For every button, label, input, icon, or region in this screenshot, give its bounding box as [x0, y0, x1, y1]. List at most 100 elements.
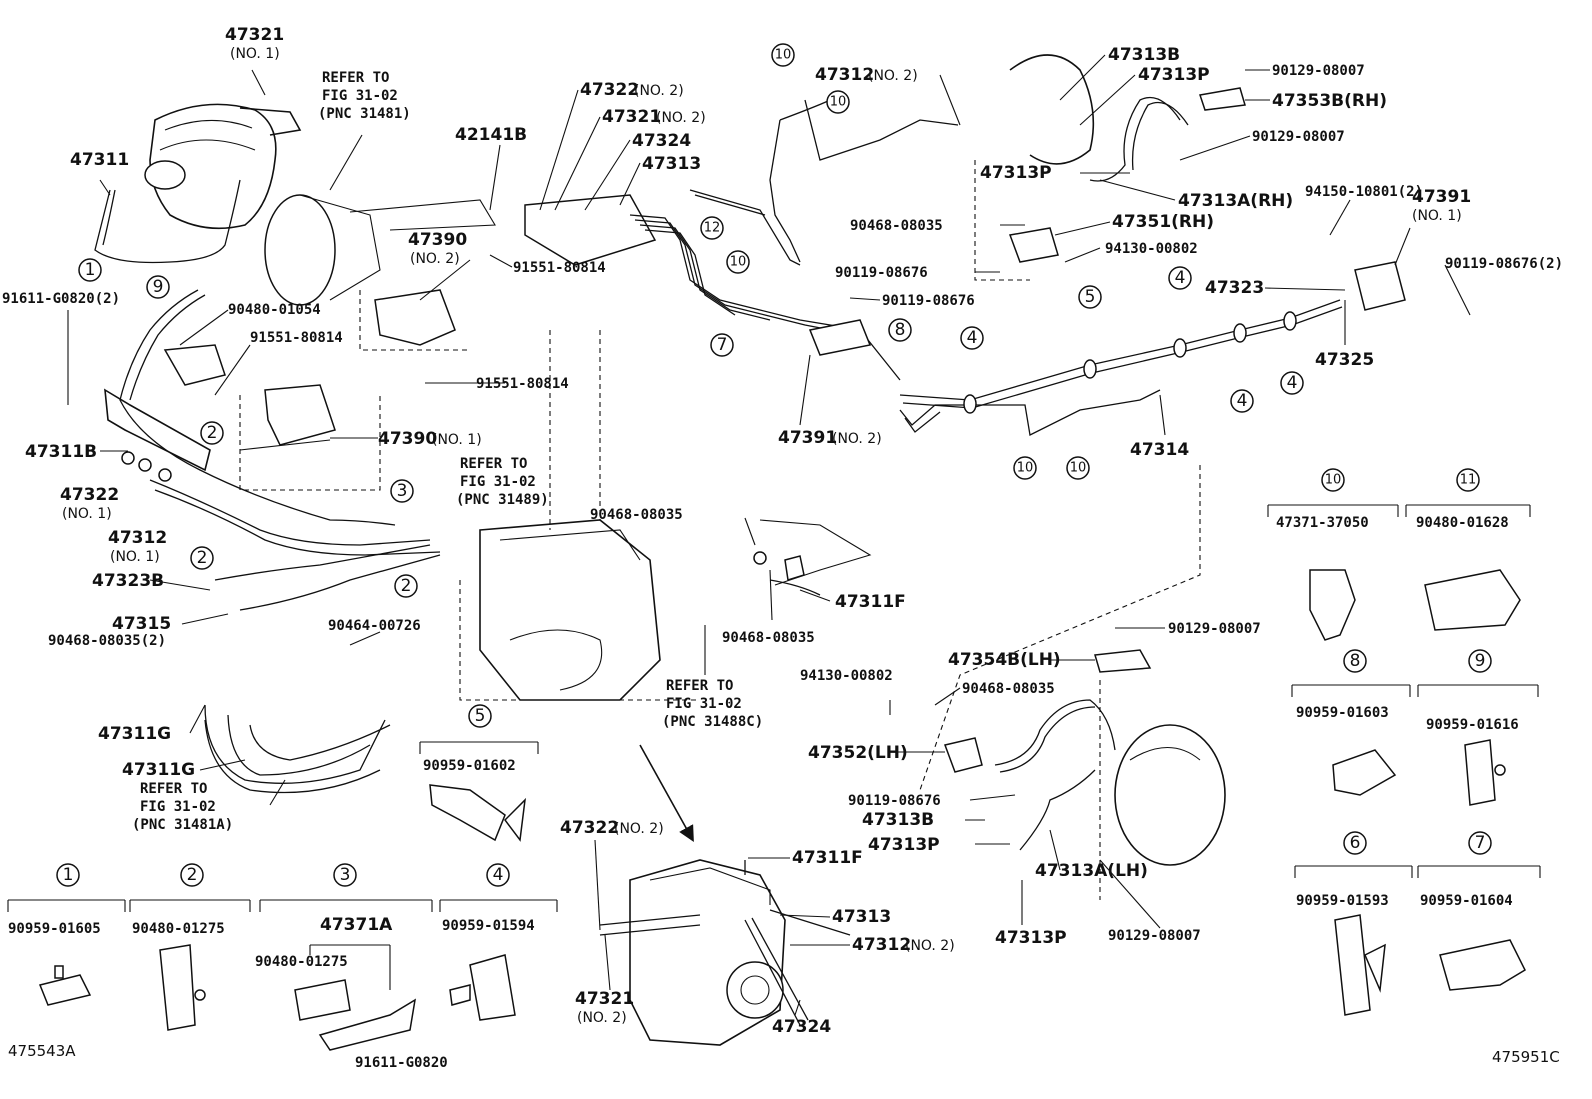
- svg-text:10: 10: [1017, 461, 1034, 476]
- svg-text:47354B(LH): 47354B(LH): [948, 650, 1061, 670]
- svg-text:47321: 47321: [602, 107, 661, 127]
- svg-text:90480-01054: 90480-01054: [228, 302, 321, 318]
- svg-text:FIG 31-02: FIG 31-02: [322, 88, 398, 104]
- svg-text:47312: 47312: [108, 528, 167, 548]
- callout-10d: 10: [1013, 456, 1037, 480]
- svg-text:47313P: 47313P: [980, 163, 1052, 183]
- svg-text:47313A(LH): 47313A(LH): [1035, 861, 1148, 881]
- svg-text:(NO. 2): (NO. 2): [614, 821, 664, 837]
- svg-text:47313: 47313: [642, 154, 701, 174]
- svg-text:(NO. 2): (NO. 2): [832, 431, 882, 447]
- callout-10e: 10: [1066, 456, 1090, 480]
- callout-1: 1: [78, 258, 102, 282]
- svg-text:(NO. 1): (NO. 1): [62, 506, 112, 522]
- svg-text:90959-01603: 90959-01603: [1296, 705, 1389, 721]
- svg-text:2: 2: [207, 423, 218, 443]
- svg-text:47353B(RH): 47353B(RH): [1272, 91, 1387, 111]
- svg-text:12: 12: [704, 221, 721, 236]
- callout-10b: 10: [826, 90, 850, 114]
- callout-2c: 2: [394, 574, 418, 598]
- svg-text:90129-08007: 90129-08007: [1168, 621, 1261, 637]
- svg-text:47371A: 47371A: [320, 915, 393, 935]
- svg-text:47322: 47322: [560, 818, 619, 838]
- svg-text:90468-08035: 90468-08035: [590, 507, 683, 523]
- svg-text:90119-08676: 90119-08676: [835, 265, 928, 281]
- legend-clamp-8: 8 90959-01603: [1291, 649, 1411, 796]
- footer-left-code: 475543A: [8, 1042, 76, 1060]
- svg-text:47315: 47315: [112, 614, 171, 634]
- label-42141b: 42141B: [455, 125, 527, 145]
- svg-text:(NO. 2): (NO. 2): [868, 68, 918, 84]
- svg-text:47311G: 47311G: [122, 760, 195, 780]
- svg-text:94150-10801(2): 94150-10801(2): [1305, 184, 1423, 200]
- svg-text:2: 2: [401, 576, 412, 596]
- svg-text:47314: 47314: [1130, 440, 1189, 460]
- svg-text:47313P: 47313P: [868, 835, 940, 855]
- svg-text:FIG 31-02: FIG 31-02: [140, 799, 216, 815]
- svg-text:90464-00726: 90464-00726: [328, 618, 421, 634]
- svg-text:47313P: 47313P: [995, 928, 1067, 948]
- svg-text:47311G: 47311G: [98, 724, 171, 744]
- svg-text:47311F: 47311F: [792, 848, 863, 868]
- svg-text:9: 9: [153, 277, 164, 297]
- svg-text:10: 10: [1070, 461, 1087, 476]
- svg-text:91551-80814: 91551-80814: [476, 376, 569, 392]
- callout-4a: 4: [960, 326, 984, 350]
- svg-text:94130-00802: 94130-00802: [800, 668, 893, 684]
- svg-text:47391: 47391: [1412, 187, 1471, 207]
- legend-clamp-9: 9 90959-01616: [1417, 649, 1539, 806]
- svg-text:47311F: 47311F: [835, 592, 906, 612]
- svg-text:90468-08035(2): 90468-08035(2): [48, 633, 166, 649]
- svg-text:(NO. 2): (NO. 2): [410, 251, 460, 267]
- svg-text:8: 8: [1350, 651, 1361, 671]
- callout-2a: 2: [200, 421, 224, 445]
- svg-text:90468-08035: 90468-08035: [962, 681, 1055, 697]
- svg-text:91551-80814: 91551-80814: [250, 330, 343, 346]
- callout-4b: 4: [1168, 266, 1192, 290]
- footer-right-code: 475951C: [1492, 1048, 1560, 1066]
- svg-text:(NO. 2): (NO. 2): [634, 83, 684, 99]
- svg-text:4: 4: [1287, 373, 1298, 393]
- svg-text:REFER TO: REFER TO: [666, 678, 733, 694]
- svg-text:FIG 31-02: FIG 31-02: [460, 474, 536, 490]
- svg-text:7: 7: [717, 335, 728, 355]
- callout-4c: 4: [1230, 389, 1254, 413]
- svg-text:10: 10: [1325, 473, 1342, 488]
- brake-booster-assembly: [144, 103, 496, 306]
- svg-text:3: 3: [397, 481, 408, 501]
- svg-text:90480-01628: 90480-01628: [1416, 515, 1509, 531]
- brake-line-bundle: [524, 99, 959, 381]
- svg-text:90959-01605: 90959-01605: [8, 921, 101, 937]
- svg-text:1: 1: [85, 260, 96, 280]
- svg-text:47391: 47391: [778, 428, 837, 448]
- svg-text:94130-00802: 94130-00802: [1105, 241, 1198, 257]
- rear-drum-rh: [974, 54, 1246, 281]
- svg-text:6: 6: [1350, 833, 1361, 853]
- svg-text:90959-01593: 90959-01593: [1296, 893, 1389, 909]
- svg-text:(NO. 1): (NO. 1): [110, 549, 160, 565]
- svg-text:47313A(RH): 47313A(RH): [1178, 191, 1293, 211]
- svg-text:47313B: 47313B: [862, 810, 934, 830]
- svg-text:90468-08035: 90468-08035: [850, 218, 943, 234]
- label-47321-no1: 47321: [225, 25, 284, 45]
- svg-text:9: 9: [1475, 651, 1486, 671]
- callout-9: 9: [146, 275, 170, 299]
- svg-text:90129-08007: 90129-08007: [1252, 129, 1345, 145]
- rear-drum-lh: [919, 465, 1226, 900]
- svg-text:47390: 47390: [378, 429, 437, 449]
- svg-text:2: 2: [187, 865, 198, 885]
- svg-text:47313P: 47313P: [1138, 65, 1210, 85]
- svg-text:90959-01616: 90959-01616: [1426, 717, 1519, 733]
- svg-text:47352(LH): 47352(LH): [808, 743, 908, 763]
- svg-text:90129-08007: 90129-08007: [1108, 928, 1201, 944]
- svg-text:4: 4: [967, 328, 978, 348]
- svg-text:2: 2: [197, 548, 208, 568]
- legend-clamp-4: 4 90959-01594: [439, 863, 558, 1021]
- svg-text:(NO. 1): (NO. 1): [432, 432, 482, 448]
- callout-circles: 1 9 2 2 2 3 10 10 10 12 7 8 4 5 4 4 4 10…: [78, 43, 1304, 598]
- svg-text:90119-08676(2): 90119-08676(2): [1445, 256, 1563, 272]
- svg-text:47322: 47322: [580, 80, 639, 100]
- svg-text:91611-G0820(2): 91611-G0820(2): [2, 291, 120, 307]
- svg-text:REFER TO: REFER TO: [322, 70, 389, 86]
